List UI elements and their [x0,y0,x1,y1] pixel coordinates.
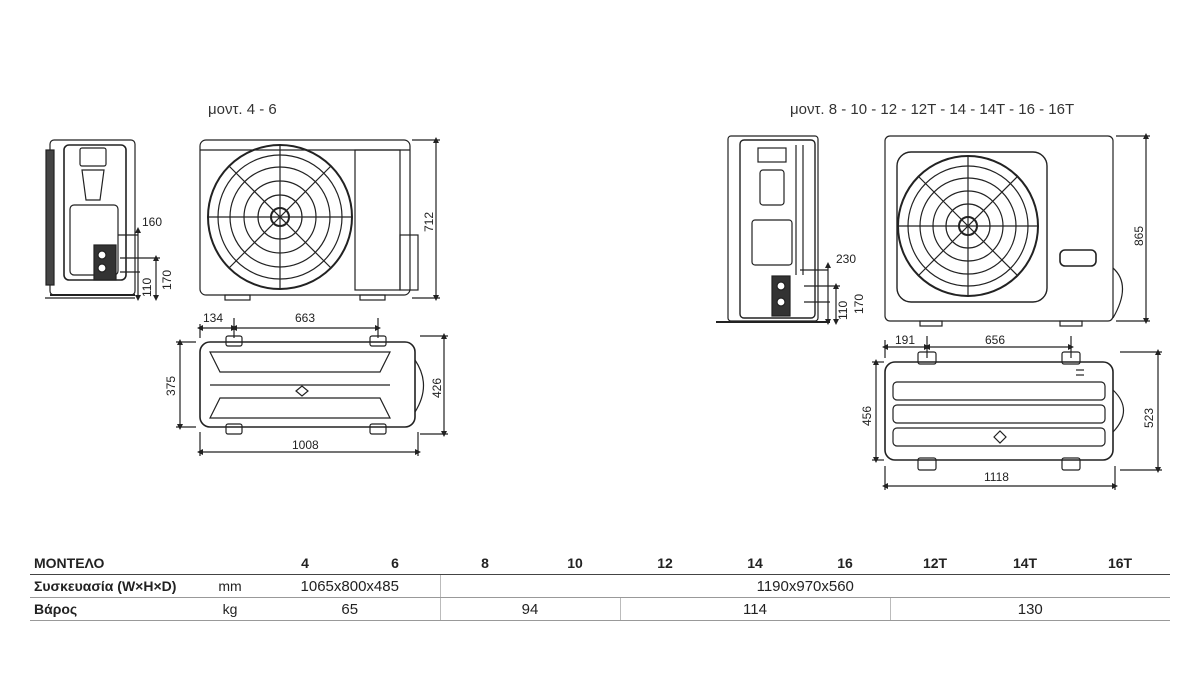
large-pipe-low-dim: 110 [836,300,850,320]
large-unit-caption: μοντ. 8 - 10 - 12 - 12T - 14 - 14T - 16 … [790,101,1075,118]
small-side-view [45,139,136,299]
model-col-14t: 14T [980,552,1070,575]
model-col-10: 10 [530,552,620,575]
large-height-dim: 865 [1132,225,1146,246]
small-foot-spacing-dim: 663 [295,311,316,325]
small-pipe-high-dim: 170 [160,269,174,290]
small-front-view [199,139,419,301]
small-width-dim: 1008 [292,438,319,452]
model-col-6: 6 [350,552,440,575]
model-col-16: 16 [800,552,890,575]
weight-row: Βάρος kg 65 94 114 130 [30,597,1170,621]
weight-value-4-6: 65 [260,597,440,621]
model-col-12t: 12T [890,552,980,575]
model-col-8: 8 [440,552,530,575]
small-height-dim: 712 [422,211,436,232]
packaging-large-value: 1190x970x560 [439,574,1170,598]
large-width-dim: 1118 [984,470,1009,484]
model-col-12: 12 [620,552,710,575]
weight-label: Βάρος [30,597,200,621]
model-header-label: ΜΟΝΤΕΛΟ [30,552,200,575]
small-depth-dim: 375 [164,375,178,396]
small-pipe-spacing-dim: 160 [142,215,163,229]
weight-value-t-models: 130 [889,597,1170,621]
large-depth-total-dim: 523 [1142,407,1156,428]
model-col-16t: 16T [1070,552,1170,575]
packaging-small-value: 1065x800x485 [260,574,440,598]
large-foot-spacing-dim: 656 [985,333,1006,347]
model-col-14: 14 [710,552,800,575]
large-front-view [884,135,1124,327]
large-pipe-spacing-dim: 230 [836,252,857,266]
large-top-view [884,351,1125,471]
weight-value-8-10: 94 [439,597,620,621]
small-foot-left-dim: 134 [203,311,224,325]
small-pipe-low-dim: 110 [140,277,154,297]
packaging-unit: mm [200,574,260,598]
model-col-4: 4 [260,552,350,575]
weight-unit: kg [200,597,260,621]
packaging-label: Συσκευασία (W×H×D) [30,574,200,598]
small-unit-caption: μοντ. 4 - 6 [208,101,277,118]
unit-header-spacer [200,552,260,575]
large-pipe-high-dim: 170 [852,293,866,314]
large-foot-left-dim: 191 [895,333,916,347]
specs-header-row: ΜΟΝΤΕΛΟ 4 6 8 10 12 14 16 12T 14T 16T [30,552,1170,575]
specs-table: ΜΟΝΤΕΛΟ 4 6 8 10 12 14 16 12T 14T 16T Συ… [30,552,1170,621]
large-side-view [716,135,830,323]
large-depth-dim: 456 [860,405,874,426]
small-depth-total-dim: 426 [430,377,444,398]
weight-value-12-16: 114 [619,597,890,621]
packaging-row: Συσκευασία (W×H×D) mm 1065x800x485 1190x… [30,574,1170,598]
small-top-view [199,335,425,435]
